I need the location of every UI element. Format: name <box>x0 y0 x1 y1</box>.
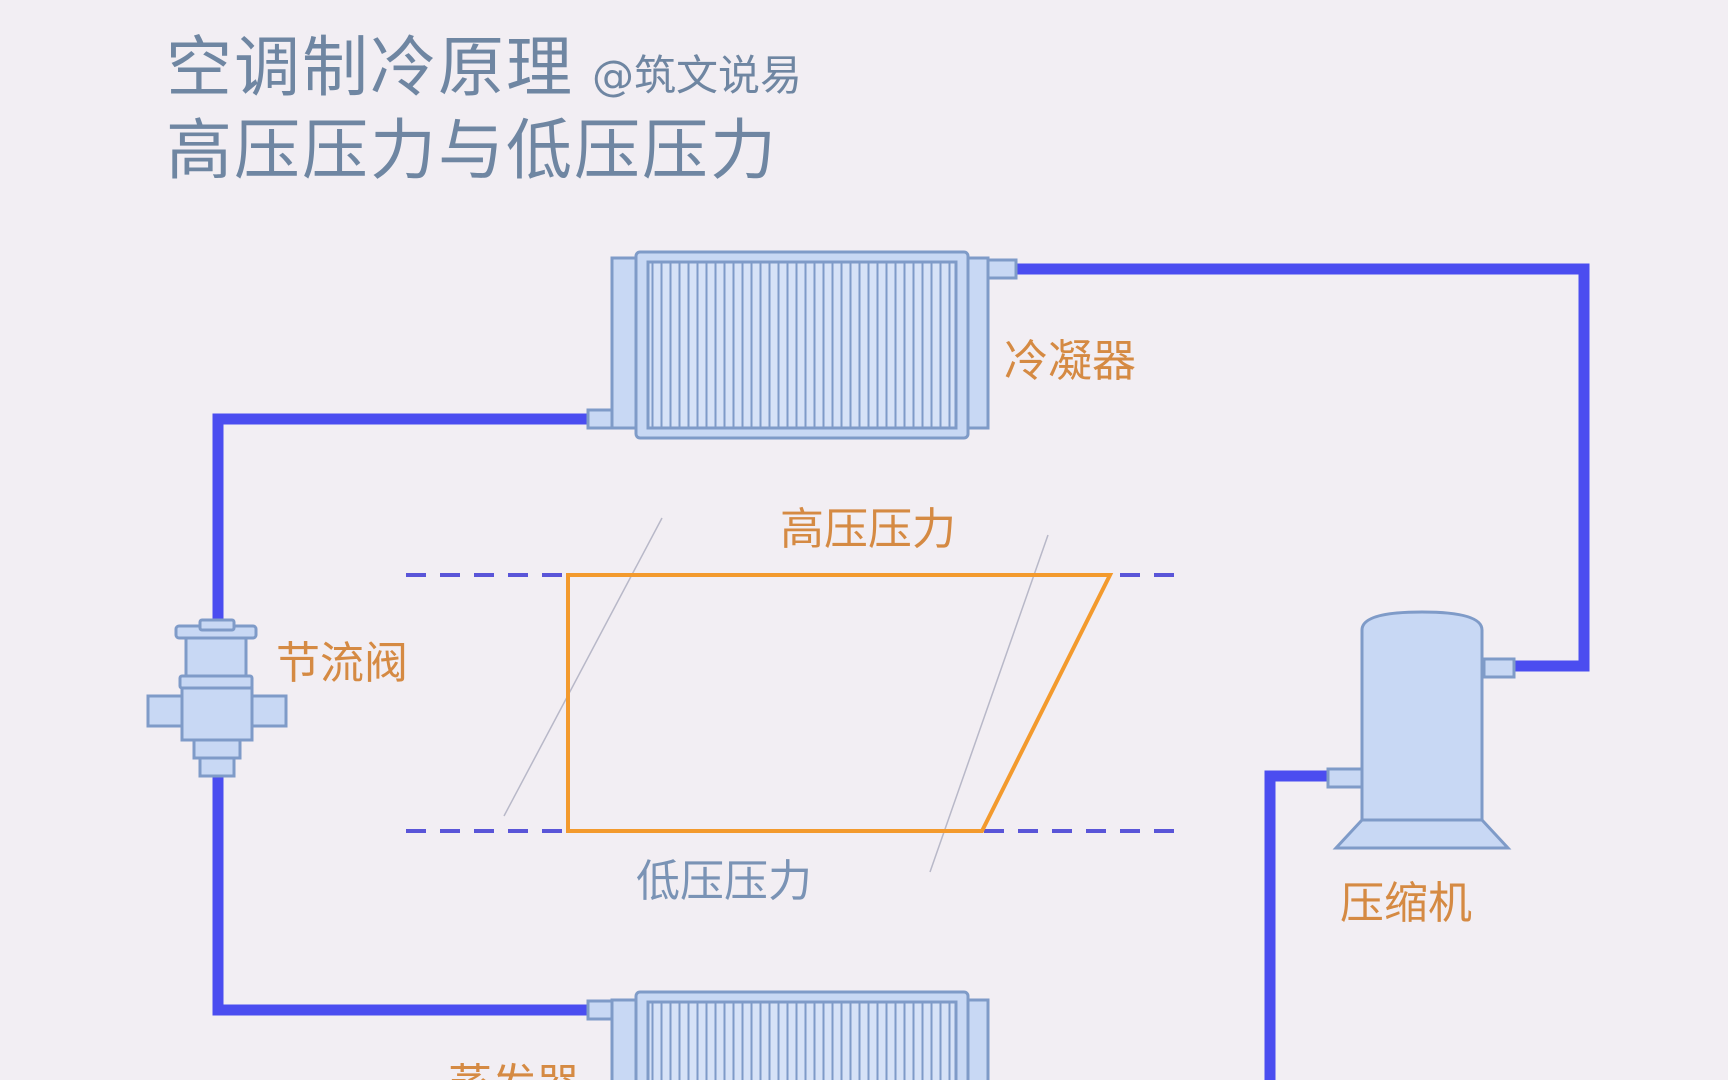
author-credit: @筑文说易 <box>592 51 803 100</box>
guide-lines <box>503 517 1049 873</box>
throttle-valve-label: 节流阀 <box>276 638 408 689</box>
pressure-lines <box>406 573 1186 833</box>
title-block: 空调制冷原理 @筑文说易 高压压力与低压压力 <box>166 28 802 190</box>
evaporator-coil-icon <box>586 990 990 1080</box>
condenser-label: 冷凝器 <box>1004 336 1136 387</box>
evaporator-label: 蒸发器 <box>448 1060 580 1080</box>
pipe-valve-to-evaporator <box>212 770 596 1016</box>
low-pressure-label: 低压压力 <box>636 856 812 907</box>
guide-line-left <box>503 517 663 817</box>
high-pressure-label: 高压压力 <box>780 504 956 555</box>
page-title: 空调制冷原理 <box>166 29 574 106</box>
expansion-valve-icon <box>146 618 288 778</box>
pipe-condenser-to-valve <box>212 413 596 628</box>
refrigeration-cycle-outline <box>566 573 1114 833</box>
page-subtitle: 高压压力与低压压力 <box>166 112 778 190</box>
pipe-compressor-suction <box>1264 770 1334 1080</box>
refrigerant-pipes <box>212 263 1590 1080</box>
compressor-label: 压缩机 <box>1340 878 1472 929</box>
title-line-1: 空调制冷原理 @筑文说易 <box>166 28 802 107</box>
guide-line-right <box>929 534 1049 873</box>
condenser-coil-icon <box>586 250 1018 440</box>
compressor-icon <box>1326 610 1516 850</box>
pipe-condenser-to-compressor <box>1008 263 1590 672</box>
